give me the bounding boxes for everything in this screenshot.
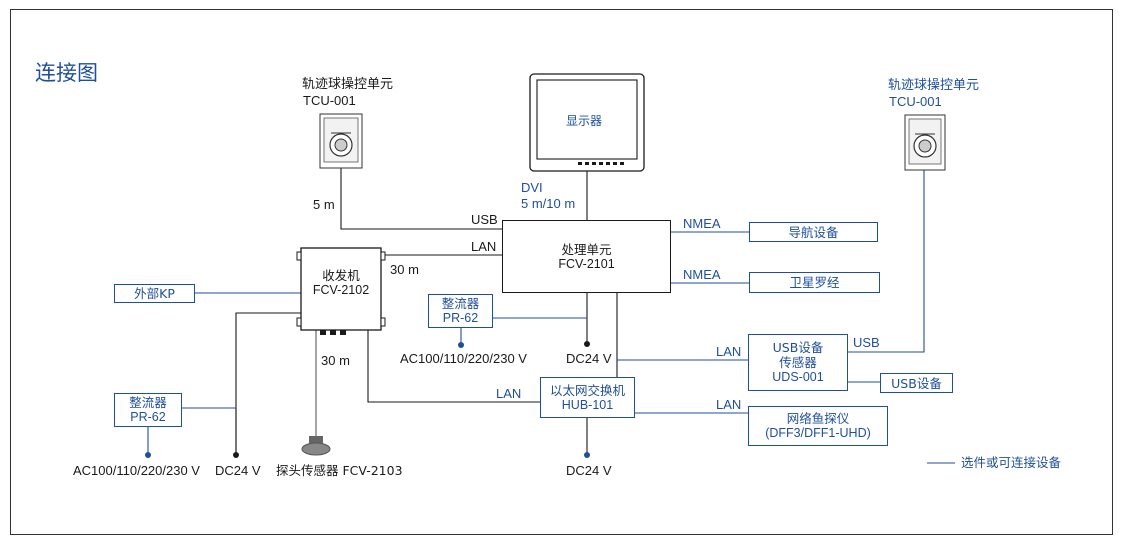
rectifier-left-name: 整流器 [129, 395, 167, 410]
rectifier-left-model: PR-62 [130, 410, 166, 424]
usb-device-name: USB设备 [891, 375, 942, 391]
ac-left-label: AC100/110/220/230 V [73, 463, 200, 478]
usb-right-label: USB [853, 335, 880, 350]
tcu-usb-line [340, 168, 502, 230]
tcu-cable-label: 5 m [313, 197, 335, 212]
nav-equipment-name: 导航设备 [788, 224, 839, 240]
display-name: 显示器 [566, 114, 603, 128]
lan-sounder-label: LAN [716, 397, 742, 412]
transducer-cable-label: 30 m [321, 353, 350, 368]
transceiver-model: FCV-2102 [312, 283, 370, 297]
tcu-right-model: TCU-001 [889, 94, 942, 109]
usb-sensor-box: USB设备 传感器 UDS-001 [748, 334, 848, 391]
tcu-right-icon [904, 114, 946, 171]
legend-text: 选件或可连接设备 [961, 455, 1062, 470]
dvi-length-label: 5 m/10 m [521, 196, 576, 211]
processor-name: 处理单元 [561, 241, 612, 257]
transducer-label: 探头传感器 FCV-2103 [276, 463, 403, 478]
transceiver-name: 收发机 [322, 268, 360, 283]
usb-sensor-line2: 传感器 [779, 355, 817, 370]
network-sounder-name: 网络鱼探仪 [786, 411, 850, 426]
external-kp-box: 外部KP [114, 284, 195, 303]
nmea-label-1: NMEA [683, 216, 721, 231]
satellite-compass-name: 卫星罗经 [789, 275, 840, 290]
dc-hub-label: DC24 V [566, 463, 612, 478]
rectifier-left-box: 整流器 PR-62 [114, 393, 182, 427]
usb-sensor-line1: USB设备 [772, 340, 824, 355]
nmea-label-2: NMEA [683, 267, 721, 282]
processor-unit: 处理单元 FCV-2101 [502, 220, 671, 293]
display-monitor-icon [529, 73, 645, 172]
rectifier-top-name: 整流器 [441, 296, 480, 311]
usb-sensor-model: UDS-001 [772, 370, 824, 384]
satellite-compass-box: 卫星罗经 [749, 272, 880, 293]
diagram-title: 连接图 [35, 61, 98, 85]
ac-top-label: AC100/110/220/230 V [400, 351, 527, 366]
lan-hub-label: LAN [496, 386, 522, 401]
hub-box: 以太网交换机 HUB-101 [540, 377, 635, 418]
lan-processor-label: LAN [471, 239, 497, 254]
dc-processor-label: DC24 V [566, 351, 612, 366]
rectifier-top-box: 整流器 PR-62 [428, 294, 493, 328]
tcu-right-usb-line [848, 170, 925, 353]
dvi-label: DVI [521, 180, 543, 195]
dc-left-label: DC24 V [215, 463, 261, 478]
transceiver-cable-label: 30 m [390, 262, 419, 277]
network-sounder-model: (DFF3/DFF1-UHD) [765, 426, 871, 440]
processor-model: FCV-2101 [558, 256, 615, 271]
hub-name: 以太网交换机 [549, 382, 625, 398]
tcu-left-model: TCU-001 [303, 93, 356, 108]
network-sounder-box: 网络鱼探仪 (DFF3/DFF1-UHD) [748, 406, 888, 446]
tcu-left-icon [319, 113, 363, 169]
usb-processor-label: USB [471, 212, 498, 227]
usb-device-box: USB设备 [880, 373, 953, 393]
transceiver-power-line [235, 312, 301, 455]
transceiver-unit: 收发机 FCV-2102 [301, 266, 381, 300]
nav-equipment-box: 导航设备 [749, 222, 878, 242]
transceiver-box-outline [296, 247, 386, 335]
hub-model: HUB-101 [561, 397, 614, 412]
external-kp-name: 外部KP [134, 286, 175, 301]
lan-usb-sensor-label: LAN [716, 344, 742, 359]
transceiver-hub-lan-line [367, 330, 540, 403]
rectifier-top-model: PR-62 [442, 311, 479, 325]
tcu-left-name: 轨迹球操控单元 [302, 77, 394, 92]
diagram-frame [10, 9, 1113, 535]
tcu-right-name: 轨迹球操控单元 [888, 78, 980, 93]
transducer-icon [301, 436, 331, 456]
